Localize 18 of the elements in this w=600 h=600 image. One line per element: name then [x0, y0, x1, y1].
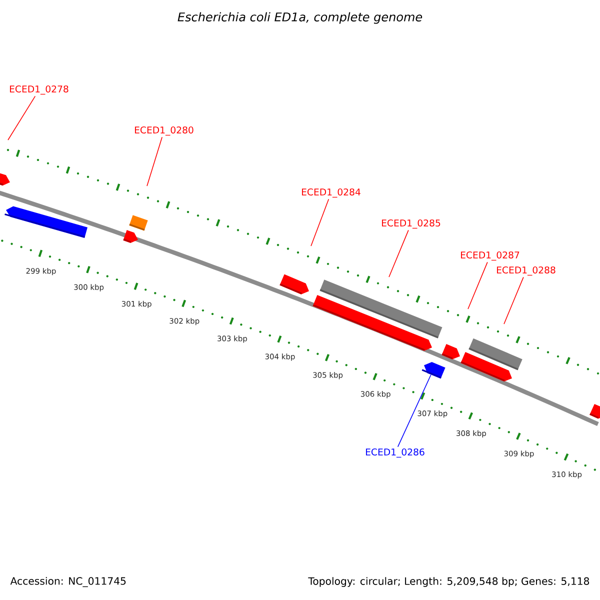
leader-line: [504, 276, 524, 324]
gene-label: ECED1_0284: [302, 188, 360, 198]
genome-info-text: Topology: circular; Length: 5,209,548 bp; Genes: 5,118: [308, 577, 590, 587]
gene-label: ECED1_0286: [366, 448, 424, 458]
gene-label: ECED1_0288: [497, 266, 556, 276]
title: Escherichia coli ED1a, complete genome: [178, 12, 422, 24]
gene-label: ECED1_0287: [461, 251, 520, 261]
leader-line: [397, 374, 432, 448]
gene-label: ECED1_0280: [135, 126, 194, 136]
gene-label: ECED1_0285: [382, 219, 440, 229]
gene-label: ECED1_0278: [10, 85, 68, 95]
leader-line: [146, 136, 162, 186]
leader-line: [310, 198, 330, 246]
leader-line: [388, 230, 409, 278]
accession-text: Accession: NC_011745: [10, 576, 126, 588]
leader-line: [8, 96, 36, 140]
gene-arrow: [422, 362, 446, 379]
leader-line: [468, 262, 488, 310]
